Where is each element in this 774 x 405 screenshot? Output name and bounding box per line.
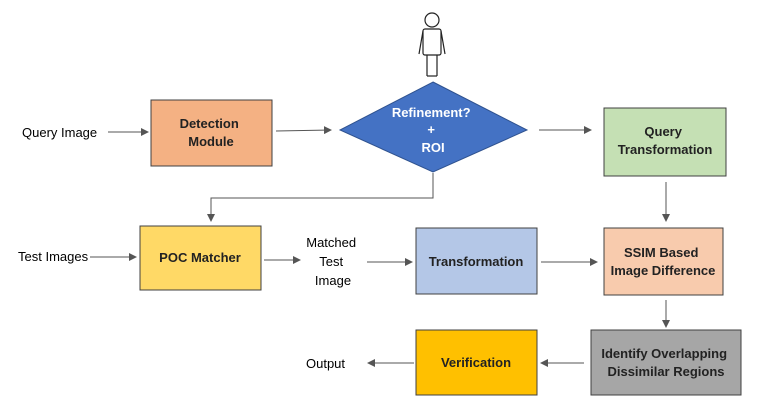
query-transformation-text: Query Transformation [618,124,713,157]
person-icon [418,12,446,77]
edge-refinement-to-poc [207,173,434,222]
edge-detection-to-refinement [275,126,332,135]
verification-text: Verification [441,355,511,370]
ssim-box [603,227,724,296]
identify-regions-text: Identify Overlapping Dissimilar Regions [601,346,730,379]
refinement-decision-diamond [338,81,529,173]
transformation-text: Transformation [429,254,524,269]
test-images-label: Test Images [18,249,89,264]
query-transformation-box [603,107,727,177]
output-label: Output [306,356,345,371]
verification-box [415,329,538,396]
transformation-box [415,227,538,295]
ssim-text: SSIM Based Image Difference [611,245,716,278]
poc-matcher-text: POC Matcher [159,250,241,265]
detection-module-text: Detection Module [180,116,243,149]
detection-module-box [150,99,273,167]
refinement-decision-text: Refinement? + ROI [392,105,474,155]
matched-test-image-label: Matched Test Image [306,235,360,288]
identify-regions-box [590,329,742,396]
query-image-label: Query Image [22,125,97,140]
poc-matcher-box [139,225,262,291]
